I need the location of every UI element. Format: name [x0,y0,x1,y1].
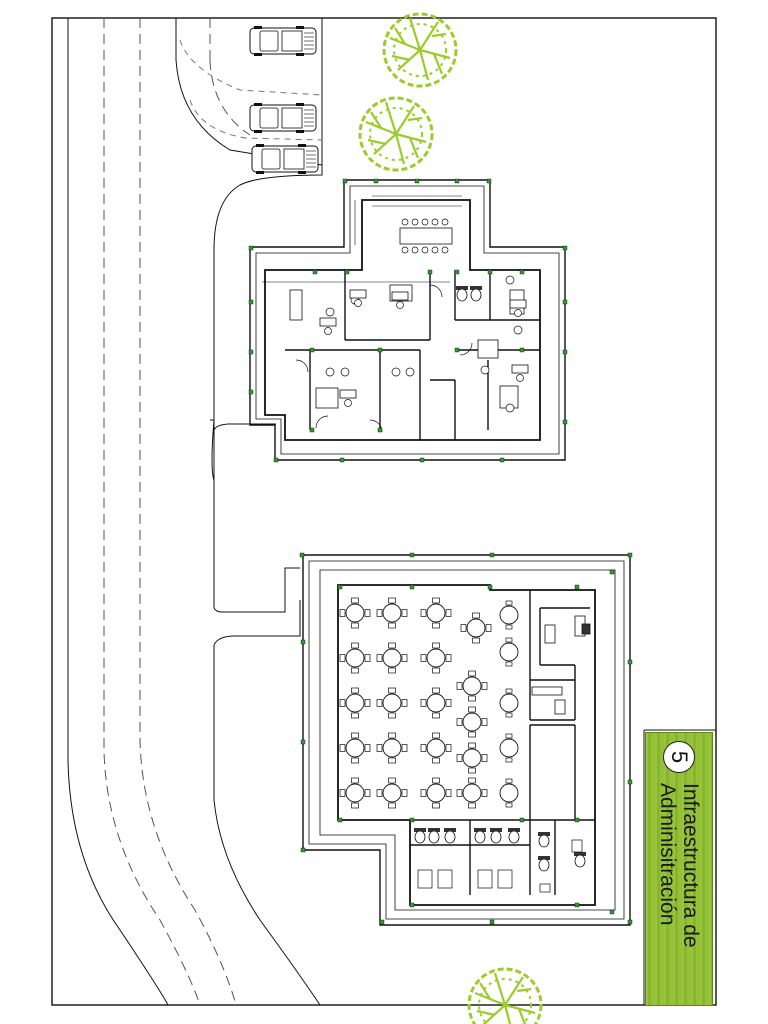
table-icon [339,597,519,809]
sheet-border [51,17,717,1006]
sheet-title-block: 5 Infraestructura de Adminisitración [645,732,713,1006]
chair-icon [325,218,523,413]
car-icon [249,25,319,175]
sheet-title-line-1: Infraestructura de [679,783,702,948]
sheet-title: Infraestructura de Adminisitración [656,783,702,948]
toilet-icon [413,827,587,872]
sheet-title-line-2: Adminisitración [656,783,679,926]
toilet-icon [455,285,483,302]
cad-grips [248,178,633,925]
door-icon [295,284,473,433]
road [67,18,323,1006]
sheet-number: 5 [663,741,695,773]
